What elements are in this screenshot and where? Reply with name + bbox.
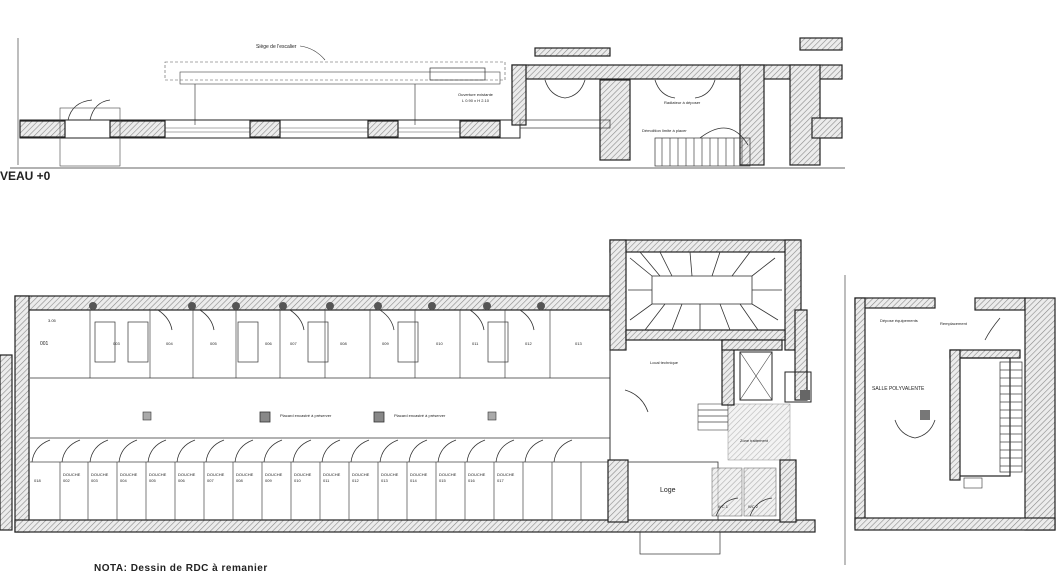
shower-label: DOUCHE [149, 472, 167, 477]
shower-label: DOUCHE [207, 472, 225, 477]
lodge-label: Loge [660, 487, 676, 494]
room-label: 012 [525, 341, 532, 346]
shower-number: 009 [265, 478, 272, 483]
radiator-annotation: Radiateur à déposer [664, 100, 701, 105]
shower-label: DOUCHE [323, 472, 341, 477]
room-label: 006 [265, 341, 272, 346]
shower-number: 011 [323, 478, 330, 483]
room-label: 007 [290, 341, 297, 346]
shower-number: 013 [381, 478, 388, 483]
top-stair [654, 127, 751, 167]
room-label: 005 [210, 341, 217, 346]
closet-tag-a: Placard encastré à préserver [280, 413, 332, 418]
room-label: 011 [472, 341, 479, 346]
facade-annotation: Siège de l'escalier [256, 44, 297, 50]
shower-label: DOUCHE [265, 472, 283, 477]
shower-number: 016 [468, 478, 475, 483]
shower-label: DOUCHE [178, 472, 196, 477]
footer-note: NOTA: Dessin de RDC à remanier [94, 563, 268, 574]
shower-label: DOUCHE [236, 472, 254, 477]
shower-stalls [30, 439, 610, 520]
room-label: 004 [166, 341, 173, 346]
room-label: 003 [113, 341, 120, 346]
room-label: 013 [575, 341, 582, 346]
wc-2-label: WC 2 [748, 504, 759, 509]
top-plan-section: Siège de l'escalier Ouverture existante … [0, 37, 845, 183]
shower-number: 008 [236, 478, 243, 483]
opening-dims-annotation: L 0.90 x H 2.10 [462, 98, 490, 103]
room-label: 010 [436, 341, 443, 346]
right-note: Dépose équipements [880, 318, 918, 323]
room-label: 009 [382, 341, 389, 346]
dimension-label: 3.05 [48, 318, 57, 323]
right-plan-section: SALLE POLYVALENTE Dépose équipements Rem… [844, 275, 1056, 565]
technical-tag: Local technique [650, 360, 679, 365]
closet-tag-b: Placard encastré à préserver [394, 413, 446, 418]
shower-label: DOUCHE [63, 472, 81, 477]
shower-labels: DOUCHE 002 DOUCHE 003 DOUCHE 004 DOUCHE … [63, 472, 515, 483]
corner-room-label: 001 [40, 341, 49, 347]
shower-number: 012 [352, 478, 359, 483]
shower-label: DOUCHE [468, 472, 486, 477]
shower-number: 002 [63, 478, 70, 483]
shower-number: 005 [149, 478, 156, 483]
shower-number: 015 [439, 478, 446, 483]
shower-label: DOUCHE [381, 472, 399, 477]
shower-number: 003 [91, 478, 98, 483]
shower-label: DOUCHE [497, 472, 515, 477]
right-note: Remplacement [940, 321, 968, 326]
room-name-label: SALLE POLYVALENTE [872, 386, 925, 392]
shower-label: DOUCHE [352, 472, 370, 477]
end-room-label: 018 [34, 478, 41, 483]
spiral-stair [628, 251, 782, 331]
shower-label: DOUCHE [294, 472, 312, 477]
opening-annotation: Ouverture existante [458, 92, 494, 97]
shower-label: DOUCHE [410, 472, 428, 477]
shower-number: 017 [497, 478, 504, 483]
room-label: 008 [340, 341, 347, 346]
shower-number: 004 [120, 478, 127, 483]
wc-1-label: WC 1 [718, 504, 729, 509]
shower-number: 014 [410, 478, 417, 483]
shower-label: DOUCHE [120, 472, 138, 477]
shower-label: DOUCHE [439, 472, 457, 477]
shower-number: 010 [294, 478, 301, 483]
shower-number: 007 [207, 478, 214, 483]
level-label: VEAU +0 [0, 169, 51, 183]
hall-tag: Zone traitement [740, 438, 769, 443]
right-stair [999, 361, 1023, 473]
main-plan-section: 001 003 004 005 006 007 008 009 010 011 … [0, 239, 816, 555]
demolition-annotation: Démolition limite à placer [642, 128, 687, 133]
shower-label: DOUCHE [91, 472, 109, 477]
shower-number: 006 [178, 478, 185, 483]
